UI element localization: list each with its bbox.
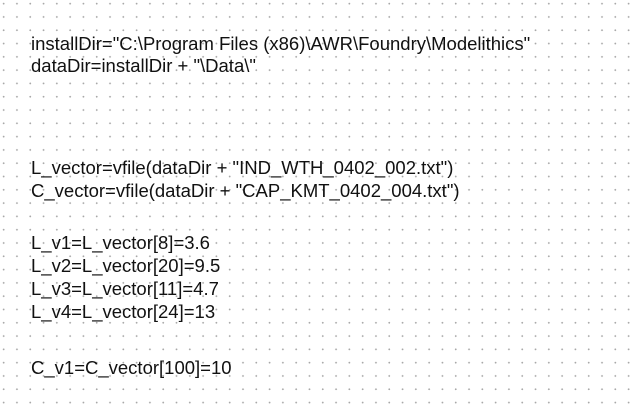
- equation-install-dir[interactable]: installDir="C:\Program Files (x86)\AWR\F…: [31, 33, 531, 54]
- equation-l-v1[interactable]: L_v1=L_vector[8]=3.6: [31, 232, 210, 253]
- equation-l-v3[interactable]: L_v3=L_vector[11]=4.7: [31, 278, 219, 299]
- equation-l-vector[interactable]: L_vector=vfile(dataDir + "IND_WTH_0402_0…: [31, 157, 454, 178]
- equation-c-vector[interactable]: C_vector=vfile(dataDir + "CAP_KMT_0402_0…: [31, 180, 460, 201]
- equation-data-dir[interactable]: dataDir=installDir + "\Data\": [31, 55, 256, 76]
- equation-l-v4[interactable]: L_v4=L_vector[24]=13: [31, 301, 216, 322]
- equation-c-v1[interactable]: C_v1=C_vector[100]=10: [31, 357, 232, 378]
- equation-l-v2[interactable]: L_v2=L_vector[20]=9.5: [31, 255, 221, 276]
